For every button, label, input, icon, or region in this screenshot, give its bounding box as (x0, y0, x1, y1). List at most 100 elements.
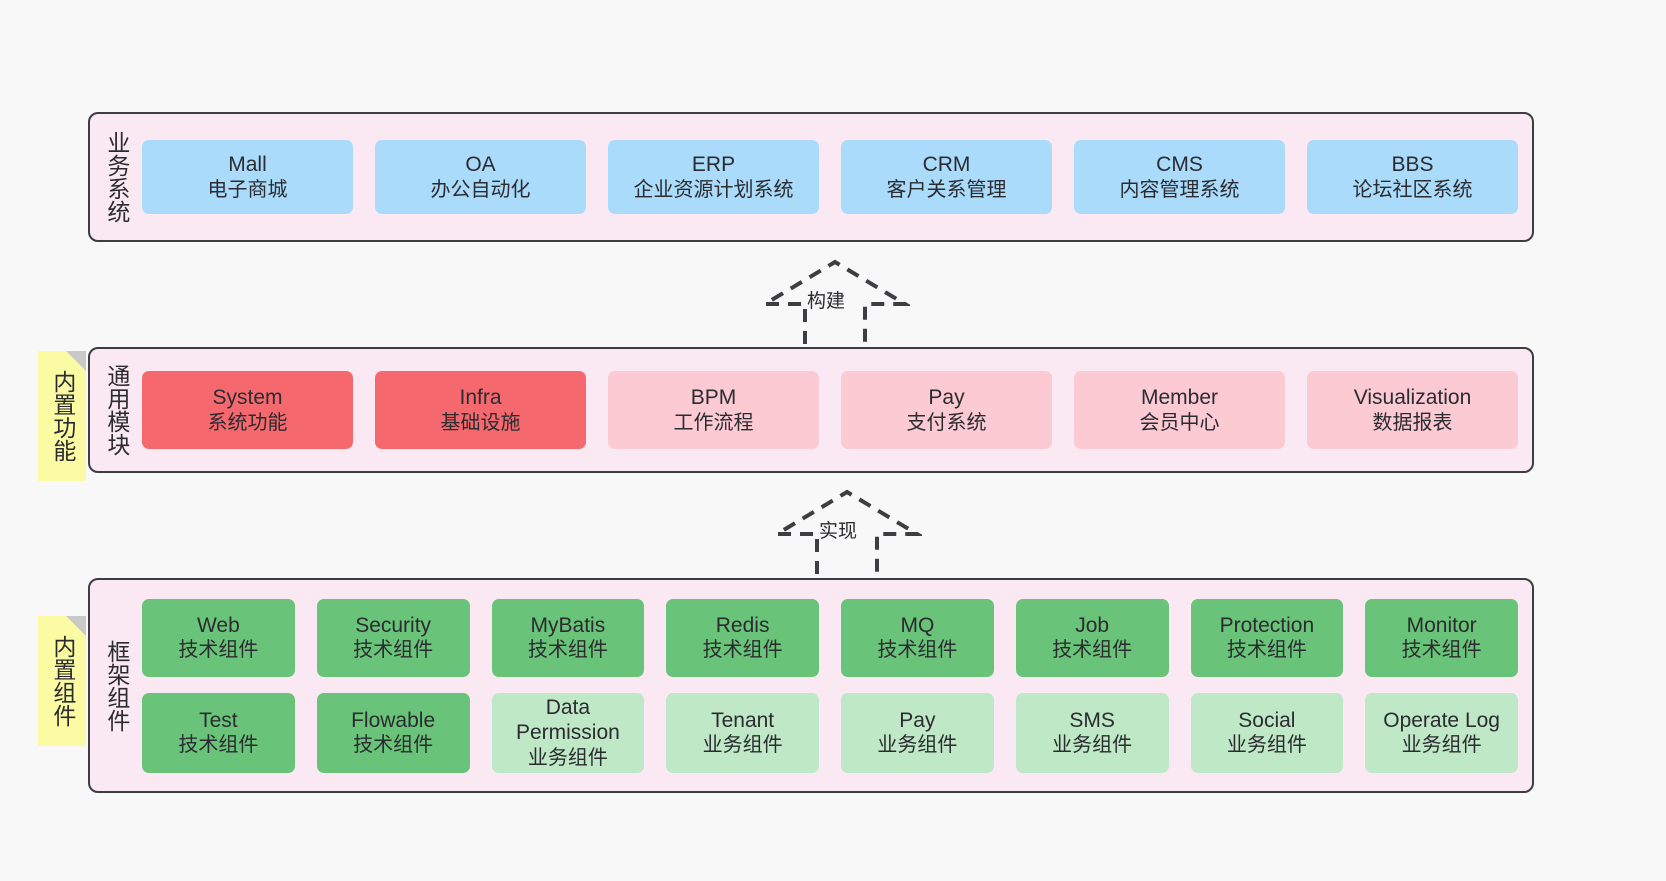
node-title: Pay (928, 386, 965, 409)
node-subtitle: 技术组件 (178, 734, 259, 757)
node-title: BPM (690, 386, 737, 409)
node-subtitle: 企业资源计划系统 (633, 178, 794, 201)
node-visualization[interactable]: Visualization 数据报表 (1307, 371, 1518, 449)
node-subtitle: 技术组件 (353, 639, 434, 662)
node-title: OA (465, 153, 496, 176)
node-title: MyBatis (530, 613, 606, 637)
node-security[interactable]: Security 技术组件 (316, 598, 470, 677)
node-mq[interactable]: MQ 技术组件 (841, 598, 994, 677)
node-subtitle: 内容管理系统 (1119, 178, 1240, 201)
node-data-permission[interactable]: Data Permission 业务组件 (491, 692, 645, 773)
node-title: Security (355, 613, 432, 637)
node-protection[interactable]: Protection 技术组件 (1190, 598, 1344, 677)
node-subtitle: 基础设施 (440, 411, 521, 434)
layer-title-business-system: 业务系统 (103, 131, 130, 223)
layer-body-common-module: System 系统功能 Infra 基础设施 BPM 工作流程 Pay 支付系统… (142, 349, 1532, 471)
node-subtitle: 电子商城 (207, 178, 288, 201)
node-subtitle: 业务组件 (702, 734, 783, 757)
node-subtitle: 业务组件 (527, 746, 608, 769)
node-subtitle: 技术组件 (1401, 639, 1482, 662)
node-title: Data Permission (515, 695, 620, 745)
layer-business-system: 业务系统 Mall 电子商城 OA 办公自动化 ERP 企业资源计划系统 CRM… (88, 112, 1534, 242)
node-subtitle: 办公自动化 (430, 178, 531, 201)
node-subtitle: 论坛社区系统 (1352, 178, 1473, 201)
node-bpm[interactable]: BPM 工作流程 (608, 371, 819, 449)
node-title: ERP (691, 153, 736, 176)
node-title: Flowable (351, 708, 436, 732)
layer-body-framework-component: Web 技术组件 Security 技术组件 MyBatis 技术组件 Redi… (142, 580, 1532, 791)
node-title: Monitor (1406, 613, 1477, 637)
node-title: Social (1238, 708, 1296, 732)
node-infra[interactable]: Infra 基础设施 (375, 371, 586, 449)
node-subtitle: 系统功能 (207, 411, 288, 434)
node-subtitle: 技术组件 (877, 639, 958, 662)
node-cms[interactable]: CMS 内容管理系统 (1074, 140, 1285, 214)
node-subtitle: 技术组件 (1226, 639, 1307, 662)
node-monitor[interactable]: Monitor 技术组件 (1365, 598, 1518, 677)
layer-common-module: 通用模块 System 系统功能 Infra 基础设施 BPM 工作流程 Pay… (88, 347, 1534, 473)
sticky-note-label: 内置功能 (49, 370, 76, 462)
arrow-build: 构建 (757, 258, 913, 346)
node-system[interactable]: System 系统功能 (142, 371, 353, 449)
node-sms[interactable]: SMS 业务组件 (1015, 692, 1169, 773)
node-test[interactable]: Test 技术组件 (142, 692, 295, 773)
node-title: Test (199, 708, 238, 732)
arrow-build-icon (757, 259, 913, 344)
node-title: MQ (900, 613, 935, 637)
node-title: Protection (1219, 613, 1315, 637)
node-subtitle: 技术组件 (527, 639, 608, 662)
node-title: Job (1075, 613, 1110, 637)
sticky-note-builtin-component: 内置组件 (38, 616, 86, 746)
node-title: Web (196, 613, 240, 637)
node-mall[interactable]: Mall 电子商城 (142, 140, 353, 214)
layer-body-business-system: Mall 电子商城 OA 办公自动化 ERP 企业资源计划系统 CRM 客户关系… (142, 114, 1532, 240)
arrow-implement-icon (769, 489, 925, 574)
node-subtitle: 技术组件 (178, 639, 259, 662)
node-title: Infra (459, 386, 502, 409)
node-subtitle: 技术组件 (702, 639, 783, 662)
node-subtitle: 支付系统 (906, 411, 987, 434)
node-social[interactable]: Social 业务组件 (1190, 692, 1344, 773)
node-bbs[interactable]: BBS 论坛社区系统 (1307, 140, 1518, 214)
node-job[interactable]: Job 技术组件 (1015, 598, 1169, 677)
node-flowable[interactable]: Flowable 技术组件 (316, 692, 470, 773)
sticky-note-label: 内置组件 (49, 635, 76, 727)
node-title: Operate Log (1383, 708, 1500, 732)
node-title: Mall (228, 153, 267, 176)
node-redis[interactable]: Redis 技术组件 (666, 598, 819, 677)
node-mybatis[interactable]: MyBatis 技术组件 (491, 598, 645, 677)
node-title: BBS (1391, 153, 1434, 176)
node-subtitle: 业务组件 (1052, 734, 1133, 757)
node-operate-log[interactable]: Operate Log 业务组件 (1365, 692, 1518, 773)
node-crm[interactable]: CRM 客户关系管理 (841, 140, 1052, 214)
node-title: Pay (899, 708, 936, 732)
node-title: Redis (715, 613, 770, 637)
node-subtitle: 技术组件 (353, 734, 434, 757)
node-title: Member (1140, 386, 1219, 409)
node-title: SMS (1069, 708, 1115, 732)
arrow-build-label: 构建 (807, 291, 846, 312)
layer-framework-component: 框架组件 Web 技术组件 Security 技术组件 MyBatis 技术组件… (88, 578, 1534, 793)
sticky-note-builtin-function: 内置功能 (38, 351, 86, 481)
node-title: CMS (1156, 153, 1203, 176)
node-subtitle: 工作流程 (673, 411, 754, 434)
node-erp[interactable]: ERP 企业资源计划系统 (608, 140, 819, 214)
layer-title-framework-component: 框架组件 (103, 639, 130, 732)
node-title: System (212, 386, 283, 409)
layer-row: System 系统功能 Infra 基础设施 BPM 工作流程 Pay 支付系统… (142, 371, 1518, 449)
node-tenant[interactable]: Tenant 业务组件 (666, 692, 819, 773)
node-subtitle: 客户关系管理 (886, 178, 1007, 201)
node-subtitle: 业务组件 (877, 734, 958, 757)
node-oa[interactable]: OA 办公自动化 (375, 140, 586, 214)
arrow-implement-label: 实现 (819, 521, 858, 542)
node-pay-component[interactable]: Pay 业务组件 (841, 692, 994, 773)
node-title: CRM (922, 153, 971, 176)
node-web[interactable]: Web 技术组件 (142, 598, 295, 677)
node-title: Visualization (1353, 386, 1472, 409)
node-pay[interactable]: Pay 支付系统 (841, 371, 1052, 449)
node-member[interactable]: Member 会员中心 (1074, 371, 1285, 449)
layer-row: Web 技术组件 Security 技术组件 MyBatis 技术组件 Redi… (142, 598, 1518, 677)
arrow-implement: 实现 (769, 488, 925, 576)
node-subtitle: 会员中心 (1139, 411, 1220, 434)
